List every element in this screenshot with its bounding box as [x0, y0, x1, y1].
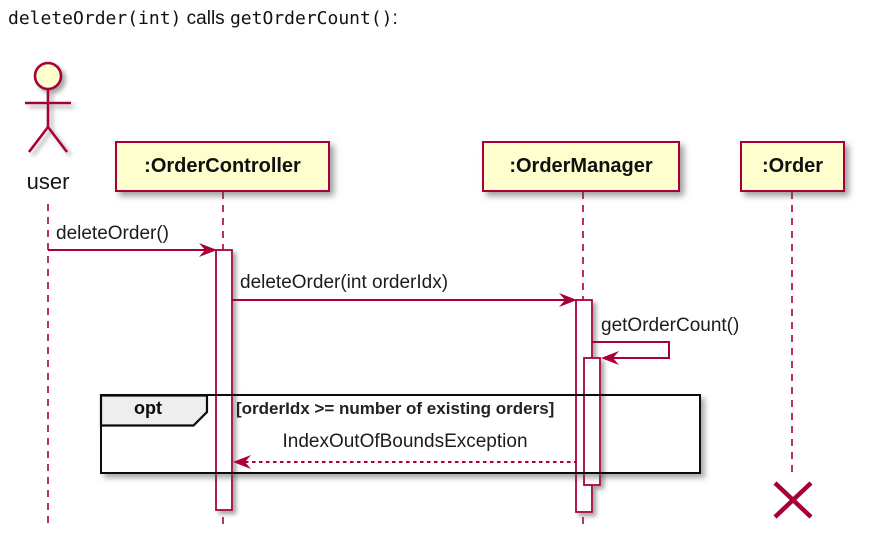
title-code-before: deleteOrder(int): [8, 8, 182, 29]
participant-ordercontroller: :OrderController: [115, 141, 330, 192]
title-code-after: getOrderCount(): [229, 8, 393, 29]
message-label-exception: IndexOutOfBoundsException: [282, 431, 528, 452]
actor-head: [33, 61, 63, 91]
participant-name: :OrderManager: [509, 155, 653, 177]
participant-name: :Order: [761, 155, 824, 177]
destroy-x-icon: [773, 481, 813, 519]
message-label-deleteorder: deleteOrder(): [56, 223, 169, 244]
arrowhead-right-icon: [559, 293, 577, 307]
participant-order: :Order: [740, 141, 845, 192]
message-label-deleteorder-int: deleteOrder(int orderIdx): [240, 272, 449, 293]
arrowhead-right-icon: [199, 243, 217, 257]
activation-ordercontroller: [215, 249, 233, 511]
activation-ordermanager-nested: [583, 357, 601, 486]
opt-fragment-frame: [100, 394, 701, 474]
title-tail: :: [392, 8, 398, 29]
page-title: deleteOrder(int) calls getOrderCount():: [8, 8, 398, 30]
actor-legs: [27, 126, 69, 153]
arrow-getordercount-self: [592, 341, 670, 359]
message-label-getordercount: getOrderCount(): [601, 315, 740, 336]
title-middle-text: calls: [181, 8, 230, 29]
participant-ordermanager: :OrderManager: [482, 141, 680, 192]
actor-label: user: [26, 169, 70, 194]
fragment-operator-label: opt: [134, 398, 162, 418]
fragment-guard-label: [orderIdx >= number of existing orders]: [236, 399, 555, 418]
arrowhead-left-icon: [601, 351, 619, 365]
actor-icon: [25, 61, 71, 153]
participant-name: :OrderController: [144, 155, 301, 177]
arrowhead-left-icon: [233, 455, 251, 469]
